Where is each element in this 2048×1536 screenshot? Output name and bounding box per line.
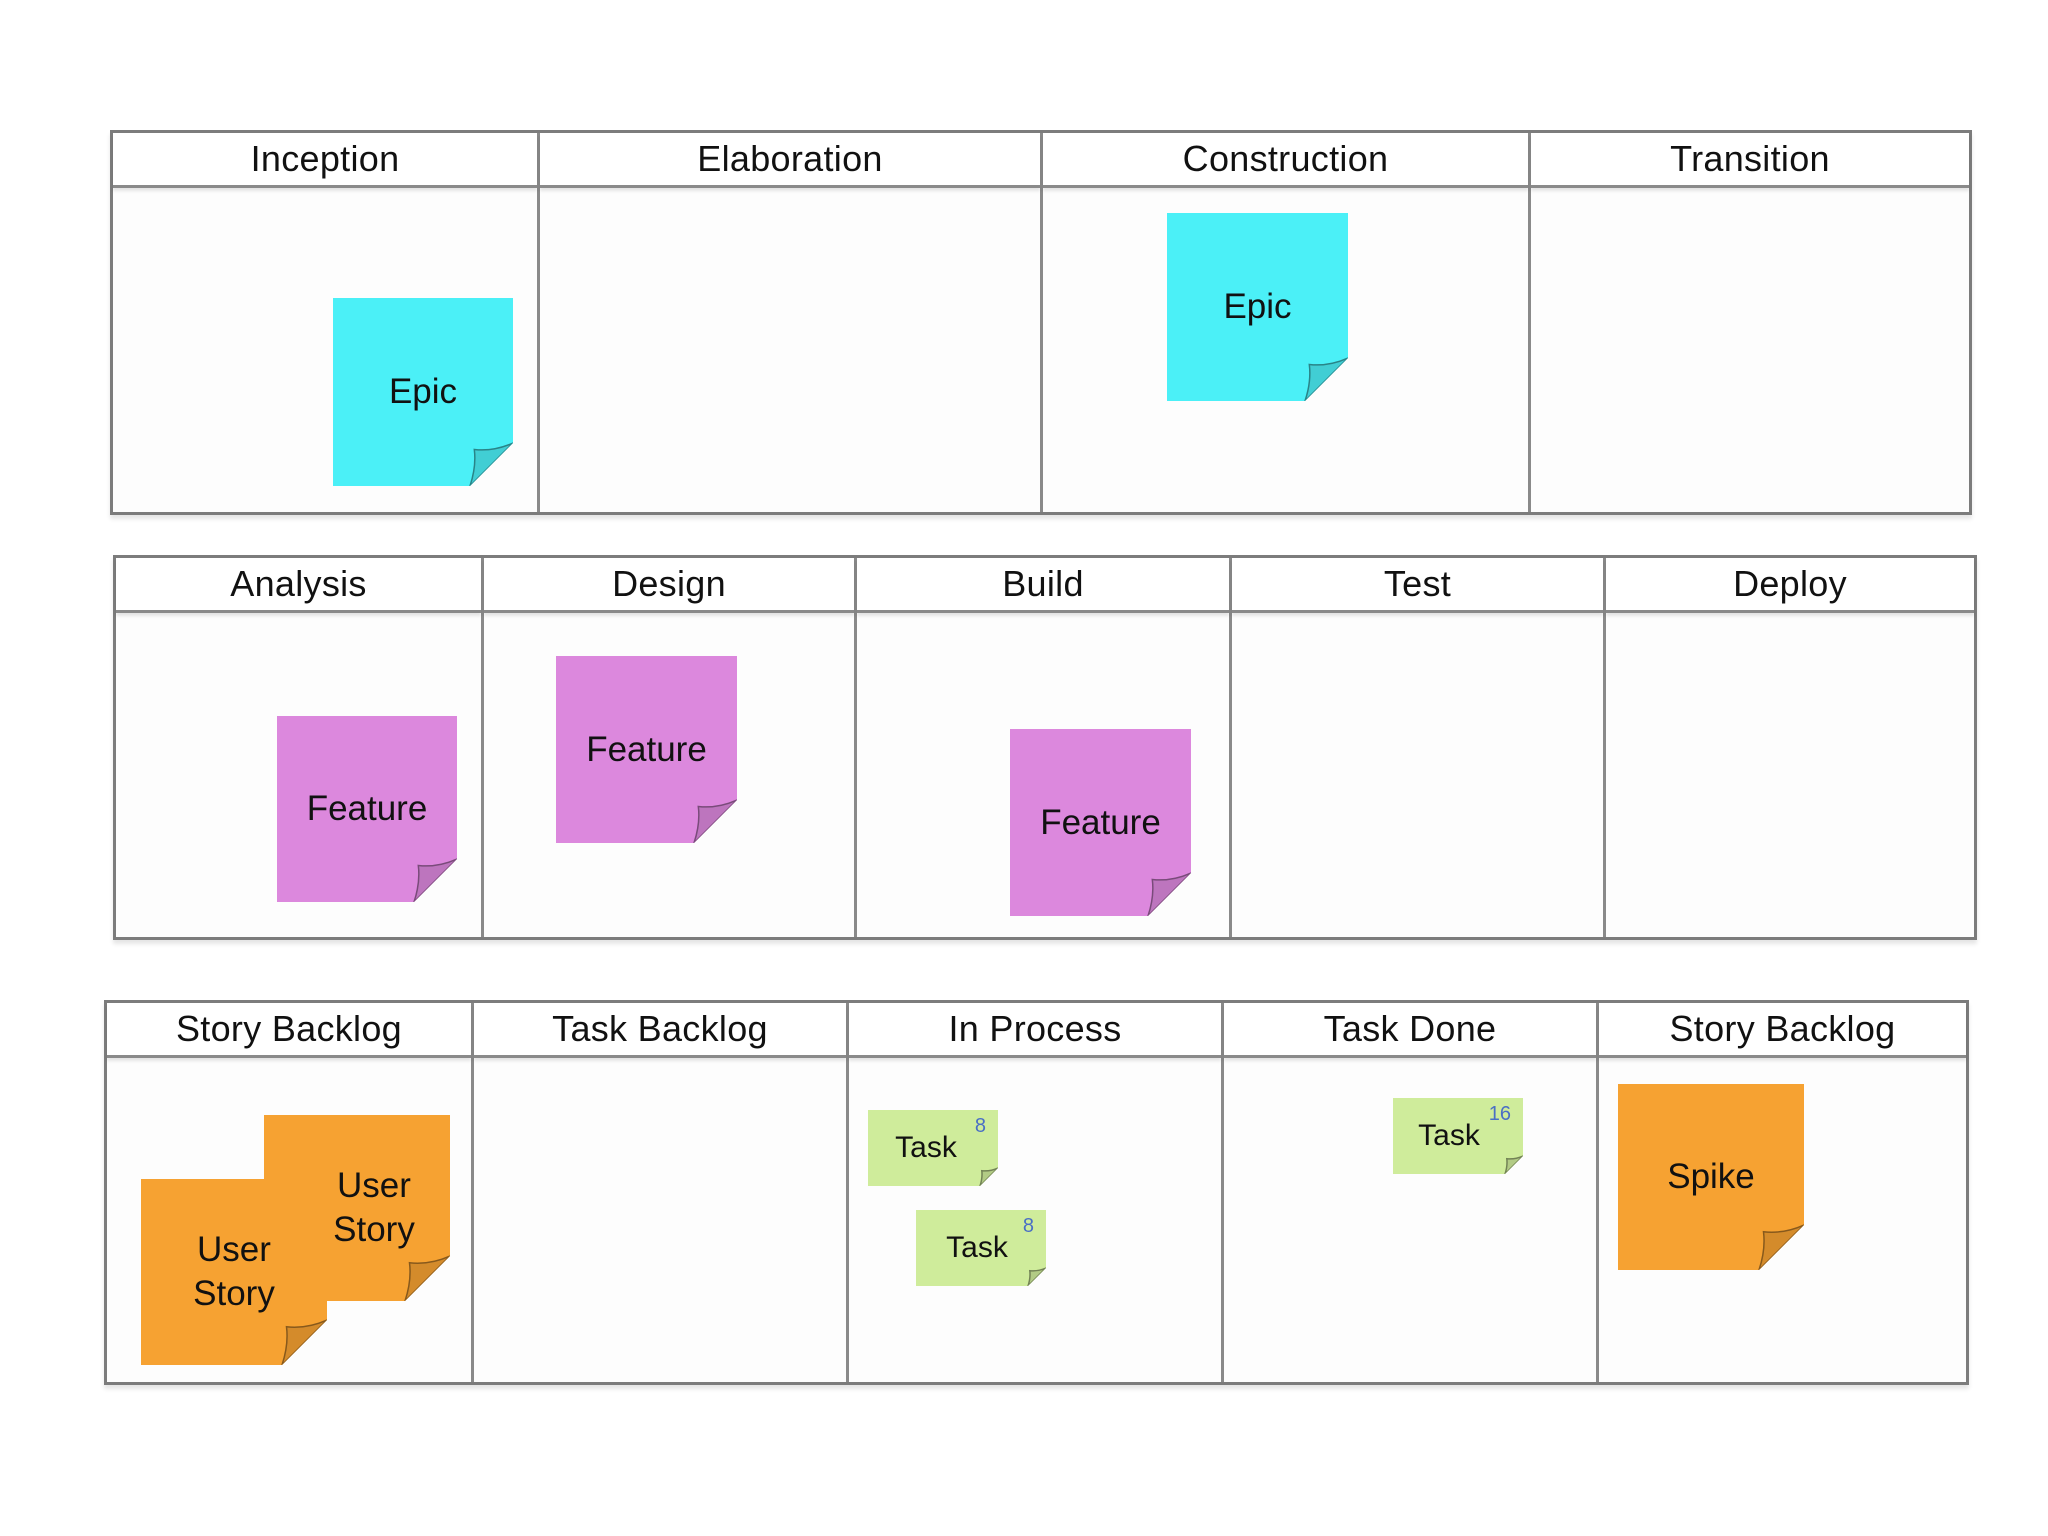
column-header: Story Backlog — [1599, 1003, 1966, 1058]
column-deploy: Deploy — [1606, 558, 1974, 937]
column-header: Task Done — [1224, 1003, 1596, 1058]
column-build: Build — [857, 558, 1232, 937]
curled-corner-icon — [693, 799, 737, 843]
column-header: In Process — [849, 1003, 1221, 1058]
estimate-badge: 8 — [974, 1115, 986, 1137]
column-header: Task Backlog — [474, 1003, 846, 1058]
column-header: Build — [857, 558, 1229, 613]
column-header: Analysis — [116, 558, 481, 613]
column-header: Deploy — [1606, 558, 1974, 613]
feature-note[interactable]: Feature — [1010, 729, 1191, 916]
note-label: Spike — [1667, 1157, 1755, 1197]
note-label: Feature — [586, 729, 707, 769]
curled-corner-icon — [404, 1255, 450, 1301]
spike-note[interactable]: Spike — [1618, 1084, 1804, 1270]
curled-corner-icon — [413, 858, 457, 902]
column-header: Construction — [1043, 133, 1528, 188]
note-label: Feature — [306, 789, 428, 829]
column-transition: Transition — [1531, 133, 1969, 512]
curled-corner-icon — [1027, 1267, 1046, 1286]
note-label: Task — [1418, 1119, 1480, 1153]
epic-note[interactable]: Epic — [333, 298, 513, 486]
note-label: User Story — [333, 1166, 415, 1249]
column-task-backlog: Task Backlog — [474, 1003, 849, 1382]
column-design: Design — [484, 558, 857, 937]
column-header: Transition — [1531, 133, 1969, 188]
column-header: Story Backlog — [107, 1003, 471, 1058]
curled-corner-icon — [1304, 357, 1348, 401]
column-elaboration: Elaboration — [540, 133, 1043, 512]
feature-note[interactable]: Feature — [277, 716, 457, 902]
note-label: Task — [895, 1131, 957, 1165]
column-analysis: Analysis — [116, 558, 484, 937]
estimate-badge: 8 — [1022, 1215, 1034, 1237]
column-header: Design — [484, 558, 854, 613]
curled-corner-icon — [1758, 1224, 1804, 1270]
column-task-done: Task Done — [1224, 1003, 1599, 1382]
curled-corner-icon — [1504, 1155, 1523, 1174]
column-story-backlog-done: Story Backlog — [1599, 1003, 1966, 1382]
column-test: Test — [1232, 558, 1606, 937]
column-construction: Construction — [1043, 133, 1531, 512]
column-in-process: In Process — [849, 1003, 1224, 1382]
column-header: Test — [1232, 558, 1603, 613]
curled-corner-icon — [281, 1319, 327, 1365]
user-story-note[interactable]: User Story — [141, 1179, 327, 1365]
note-label: User Story — [193, 1230, 275, 1313]
column-story-backlog: Story Backlog — [107, 1003, 474, 1382]
task-note[interactable]: 8 Task — [916, 1210, 1046, 1286]
epic-note[interactable]: Epic — [1167, 213, 1348, 401]
curled-corner-icon — [979, 1167, 998, 1186]
note-label: Feature — [1040, 802, 1161, 842]
note-label: Task — [946, 1231, 1008, 1265]
estimate-badge: 16 — [1488, 1103, 1511, 1125]
feature-note[interactable]: Feature — [556, 656, 737, 843]
column-header: Inception — [113, 133, 537, 188]
note-label: Epic — [388, 372, 458, 412]
curled-corner-icon — [469, 442, 513, 486]
note-label: Epic — [1223, 287, 1292, 327]
column-header: Elaboration — [540, 133, 1040, 188]
task-note[interactable]: 8 Task — [868, 1110, 998, 1186]
task-note[interactable]: 16 Task — [1393, 1098, 1523, 1174]
column-inception: Inception — [113, 133, 540, 512]
curled-corner-icon — [1147, 872, 1191, 916]
